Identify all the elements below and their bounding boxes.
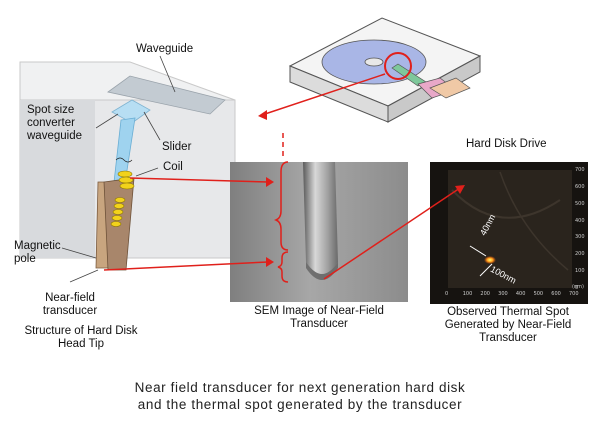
structure-caption-line-1: Structure of Hard Disk [24, 325, 138, 337]
near-field-transducer-label: Near-field transducer [22, 292, 118, 318]
structure-caption: Structure of Hard Disk Head Tip [6, 325, 156, 351]
platter-hub [364, 57, 384, 67]
spot-size-converter-label: Spot size converter waveguide [27, 104, 82, 143]
thermal-x-tick: 300 [498, 291, 508, 297]
thermal-texture-line-2 [499, 171, 569, 271]
coil-label: Coil [163, 161, 183, 173]
thermal-texture-line-1 [451, 189, 561, 219]
magnetic-pole-label: Magnetic pole [14, 240, 61, 266]
spot-size-converter-line-2: converter [27, 117, 75, 129]
slider-label: Slider [162, 141, 192, 153]
dim-arrow-40nm [469, 245, 487, 257]
sem-transducer-tip [303, 162, 338, 274]
hdd-zoom-circle [384, 52, 412, 80]
thermal-x-tick: 200 [480, 291, 490, 297]
thermal-plot-area [448, 170, 572, 288]
thermal-y-tick: 100 [575, 268, 585, 275]
spot-size-converter-line-1: Spot size [27, 104, 75, 116]
dim-arrow-100nm [479, 263, 493, 277]
hard-disk-drive-illustration [288, 17, 482, 123]
sem-image-panel [230, 162, 408, 302]
thermal-x-tick: 500 [533, 291, 544, 297]
thermal-y-tick: 200 [575, 251, 585, 258]
tip-to-sem-arrowhead [266, 257, 274, 267]
thermal-x-tick: 700 [569, 291, 579, 297]
sem-to-thermal-line [323, 187, 461, 280]
slider-pointer [143, 111, 161, 141]
transducer-pointer [69, 269, 99, 283]
thermal-x-tick: 0 [445, 291, 449, 297]
hdd-to-head-arrowhead [258, 110, 267, 120]
thermal-x-tick: 600 [551, 291, 561, 297]
head-structure-illustration [19, 55, 236, 283]
thermal-x-tick: 100 [462, 291, 473, 297]
sem-brace-lower [277, 251, 289, 283]
thermal-y-tick: 500 [575, 200, 585, 207]
slider-block-shade [20, 100, 95, 258]
figure-caption-line-1: Near field transducer for next generatio… [134, 380, 466, 395]
tip-to-sem-line [103, 261, 269, 271]
waveguide-pointer [159, 55, 176, 93]
magnetic-pole-pointer [61, 247, 97, 259]
controller-chip [429, 77, 471, 99]
thermal-y-tick: 0 [575, 285, 579, 291]
sem-image-caption-line-2: Transducer [290, 318, 348, 330]
thermal-x-tick: 400 [515, 291, 526, 297]
waveguide-channel [107, 75, 226, 115]
hdd-to-head-line [261, 73, 386, 116]
thermal-y-tick: 300 [575, 234, 585, 241]
thermal-spot-caption: Observed Thermal Spot Generated by Near-… [422, 306, 594, 345]
thermal-y-tick: 700 [575, 167, 585, 173]
sem-image-caption: SEM Image of Near-Field Transducer [229, 305, 409, 331]
spot-size-pointer [95, 113, 119, 129]
magnetic-pole-line-2: pole [14, 253, 36, 265]
sem-image-caption-line-1: SEM Image of Near-Field [254, 305, 384, 317]
waveguide-label: Waveguide [136, 43, 194, 55]
structure-caption-line-2: Head Tip [57, 338, 105, 350]
coil-lead [115, 157, 133, 163]
coil-to-sem-arrowhead [266, 177, 274, 187]
near-field-transducer-line-2: transducer [42, 305, 98, 317]
spot-size-converter-line-3: waveguide [27, 130, 82, 142]
sem-brace-upper [273, 161, 289, 251]
thermal-y-tick: 400 [575, 217, 585, 224]
thermal-y-tick: 600 [575, 183, 585, 190]
coil-pointer [135, 167, 159, 177]
coil-to-sem-line [129, 177, 269, 183]
magnetic-pole-line-1: Magnetic [14, 240, 61, 252]
thermal-spot-caption-line-1: Observed Thermal Spot [447, 306, 569, 318]
hard-disk-drive-label: Hard Disk Drive [466, 138, 547, 150]
near-field-transducer-line-1: Near-field [45, 292, 95, 304]
coil-winding [110, 170, 135, 227]
thermal-x-unit: (nm) [572, 284, 584, 290]
connector-lines [103, 73, 465, 283]
thermal-spot-panel [430, 162, 588, 304]
figure-caption-line-2: and the thermal spot generated by the tr… [137, 397, 463, 412]
thermal-spot-caption-line-2: Generated by Near-Field [444, 319, 572, 331]
sem-to-thermal-arrowhead [455, 185, 465, 194]
thermal-hot-spot [484, 256, 496, 264]
thermal-spot-caption-line-3: Transducer [479, 332, 537, 344]
